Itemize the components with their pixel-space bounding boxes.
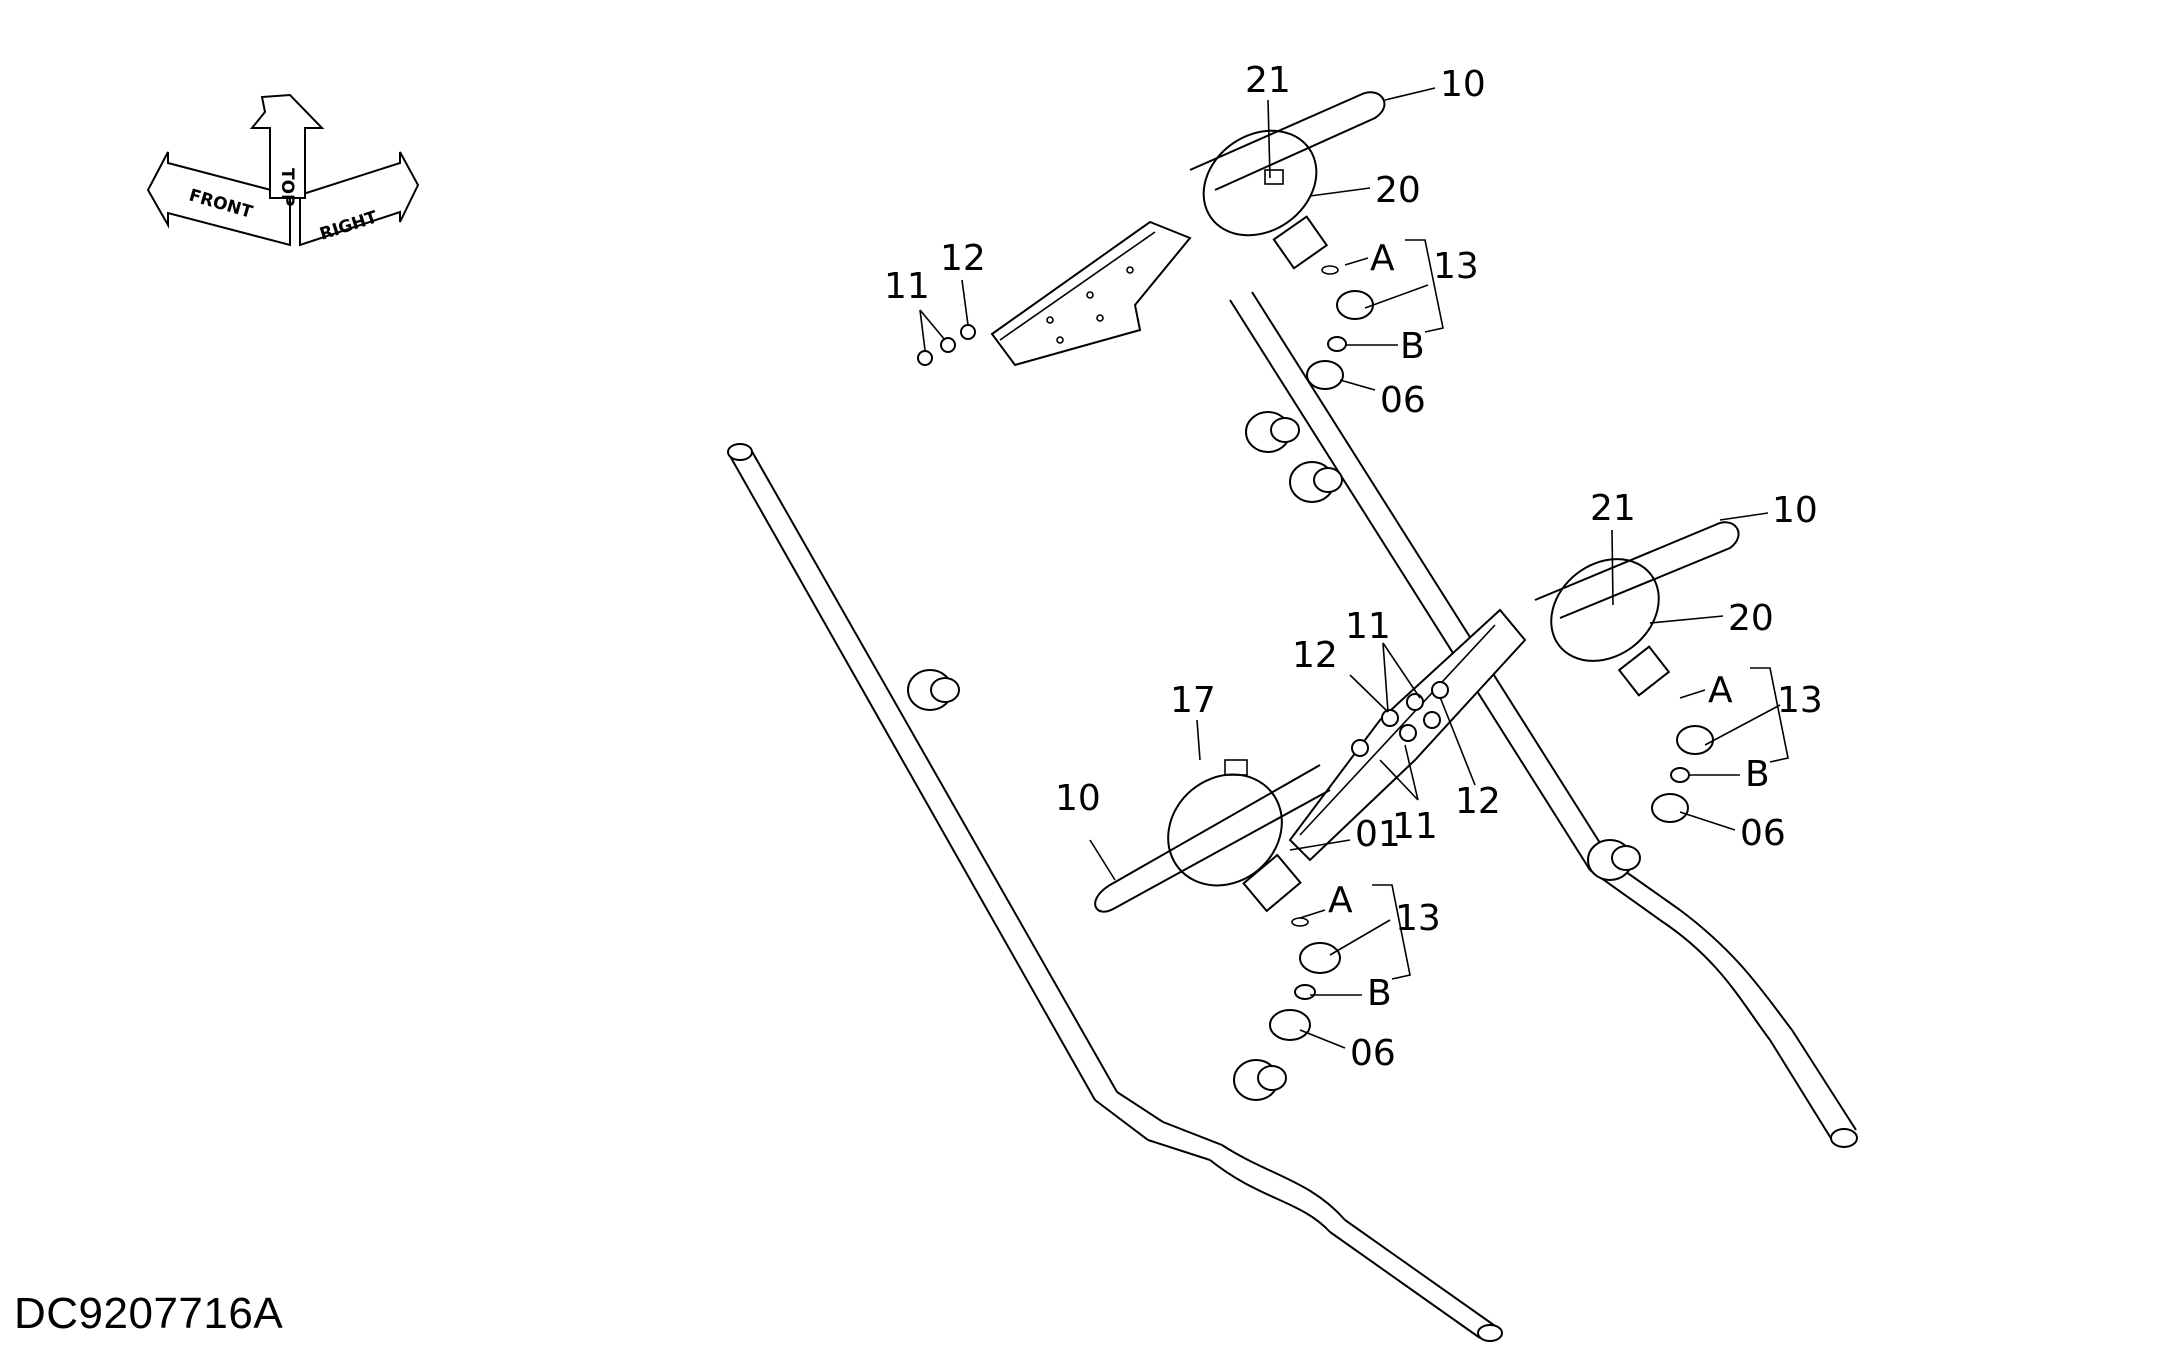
- callout-06-top: 06: [1380, 380, 1426, 421]
- callout-labels: 21 10 20 A 13 B 06 11 12 21 10 20 A 13 B…: [884, 60, 1823, 1074]
- callout-B-top: B: [1400, 326, 1425, 367]
- callout-10-mid: 10: [1772, 490, 1818, 531]
- callout-21-mid: 21: [1590, 488, 1636, 529]
- middle-bracket-assembly: [1288, 521, 1740, 862]
- callout-10-top: 10: [1440, 64, 1486, 105]
- callout-11-top: 11: [884, 266, 930, 307]
- callout-12-mid-left: 12: [1292, 635, 1338, 676]
- callout-06-low: 06: [1350, 1033, 1396, 1074]
- left-pipe: [727, 443, 1503, 1342]
- orientation-symbol: FRONT TOP RIGHT: [146, 93, 420, 247]
- callout-20-mid: 20: [1728, 598, 1774, 639]
- callout-06-mid: 06: [1740, 813, 1786, 854]
- callout-B-low: B: [1367, 973, 1392, 1014]
- orientation-top-label: TOP: [277, 168, 297, 207]
- callout-A-low: A: [1328, 880, 1353, 921]
- callout-10-low: 10: [1055, 778, 1101, 819]
- callout-11-mid-upper: 11: [1345, 606, 1391, 647]
- callout-13-mid: 13: [1777, 680, 1823, 721]
- callout-12-top: 12: [940, 238, 986, 279]
- callout-13-low: 13: [1395, 898, 1441, 939]
- leader-lines: [919, 87, 1789, 1049]
- callout-17-low: 17: [1170, 680, 1216, 721]
- callout-A-top: A: [1370, 238, 1395, 279]
- callout-11-mid-lower: 11: [1392, 806, 1438, 847]
- document-code: DC9207716A: [14, 1289, 284, 1338]
- callout-01-low: 01: [1355, 814, 1401, 855]
- callout-A-mid: A: [1708, 670, 1733, 711]
- callout-13-top: 13: [1433, 246, 1479, 287]
- right-pipe: [1229, 291, 1858, 1148]
- top-bracket-assembly: [917, 91, 1386, 390]
- callout-20-top: 20: [1375, 170, 1421, 211]
- callout-12-mid-right: 12: [1455, 781, 1501, 822]
- lower-left-assembly: [1094, 759, 1341, 1041]
- callout-21-top: 21: [1245, 60, 1291, 101]
- callout-B-mid: B: [1745, 754, 1770, 795]
